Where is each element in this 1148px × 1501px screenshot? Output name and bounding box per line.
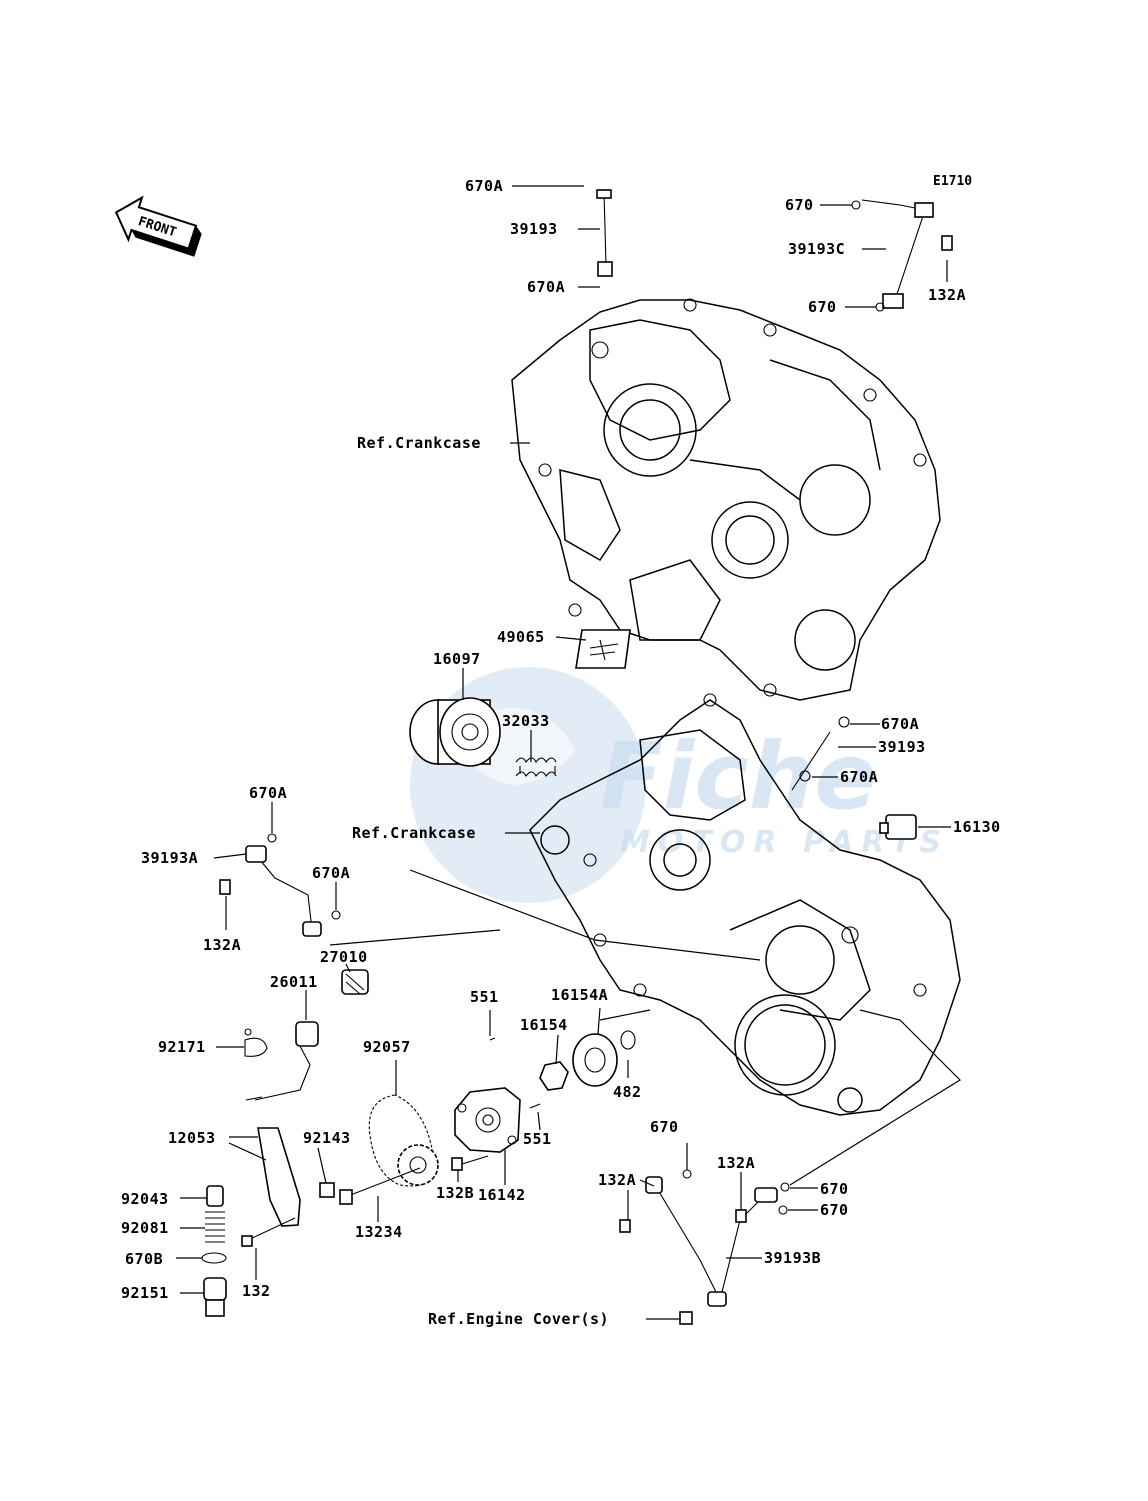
label-39193-top: 39193 xyxy=(510,220,558,238)
spring-32033 xyxy=(515,757,557,778)
label-92151: 92151 xyxy=(121,1284,169,1302)
oil-pipe-39193-top xyxy=(596,189,613,277)
label-670A-l2: 670A xyxy=(312,864,350,882)
label-ref-crankcase-upper: Ref.Crankcase xyxy=(357,434,481,452)
oil-screen-49065 xyxy=(575,629,631,669)
label-670A-top: 670A xyxy=(465,177,503,195)
label-ref-crankcase-lower: Ref.Crankcase xyxy=(352,824,476,842)
inner-rotor-16154 xyxy=(539,1061,569,1091)
label-49065: 49065 xyxy=(497,628,545,646)
label-ref-engine-cover: Ref.Engine Cover(s) xyxy=(428,1310,609,1328)
label-132A-l: 132A xyxy=(203,936,241,954)
sensor-27010 xyxy=(341,969,369,995)
label-670-b: 670 xyxy=(650,1118,679,1136)
collar-92143 xyxy=(319,1182,335,1198)
label-92171: 92171 xyxy=(158,1038,206,1056)
label-12053: 12053 xyxy=(168,1129,216,1147)
label-39193-r: 39193 xyxy=(878,738,926,756)
label-670B: 670B xyxy=(125,1250,163,1268)
oil-filter-16097 xyxy=(409,697,501,767)
label-670A-top2: 670A xyxy=(527,278,565,296)
oil-pressure-switch-16130 xyxy=(879,814,917,840)
upper-crankcase xyxy=(511,298,941,701)
bolt-132B xyxy=(451,1155,489,1171)
plug-92151 xyxy=(203,1277,227,1317)
label-670A-r1: 670A xyxy=(881,715,919,733)
label-32033: 32033 xyxy=(502,712,550,730)
label-132A-tr: 132A xyxy=(928,286,966,304)
label-670-tr2: 670 xyxy=(808,298,837,316)
label-13234: 13234 xyxy=(355,1223,403,1241)
label-92081: 92081 xyxy=(121,1219,169,1237)
label-16097: 16097 xyxy=(433,650,481,668)
oil-pipe-39193A xyxy=(219,833,341,937)
label-670-b2: 670 xyxy=(820,1180,849,1198)
label-132B: 132B xyxy=(436,1184,474,1202)
label-92057: 92057 xyxy=(363,1038,411,1056)
guide-12053 xyxy=(257,1127,301,1227)
chain-92057 xyxy=(368,1094,436,1187)
oil-pump-body-16142 xyxy=(454,1087,521,1153)
label-39193A: 39193A xyxy=(141,849,198,867)
label-92143: 92143 xyxy=(303,1129,351,1147)
label-16142: 16142 xyxy=(478,1186,526,1204)
pin-92043 xyxy=(206,1185,224,1207)
sprocket xyxy=(397,1144,439,1186)
dowel-551-b xyxy=(529,1103,541,1109)
label-132: 132 xyxy=(242,1282,271,1300)
oring-670B xyxy=(201,1252,227,1264)
label-551-a: 551 xyxy=(470,988,499,1006)
label-132A-b1: 132A xyxy=(598,1171,636,1189)
label-16130: 16130 xyxy=(953,818,1001,836)
label-670A-r2: 670A xyxy=(840,768,878,786)
clamp-92171 xyxy=(244,1028,268,1057)
label-16154: 16154 xyxy=(520,1016,568,1034)
diagram-code: E1710 xyxy=(933,174,972,189)
callout-labels: 670A 39193 670A 670 39193C 132A 670 Ref.… xyxy=(121,177,1001,1328)
label-16154A: 16154A xyxy=(551,986,608,1004)
outer-rotor-16154A xyxy=(572,1033,618,1087)
label-482: 482 xyxy=(613,1083,642,1101)
label-39193C: 39193C xyxy=(788,240,845,258)
oil-pipe-39193B xyxy=(619,1169,790,1325)
leader-lines xyxy=(176,185,951,1320)
spring-92081 xyxy=(205,1211,225,1243)
dowel-551-a xyxy=(489,1037,496,1041)
front-arrow-icon: FRONT xyxy=(114,195,202,257)
label-670-b3: 670 xyxy=(820,1201,849,1219)
bolt-132 xyxy=(241,1217,296,1247)
label-27010: 27010 xyxy=(320,948,368,966)
lower-crankcase xyxy=(329,693,961,1186)
label-670-tr1: 670 xyxy=(785,196,814,214)
ring-482 xyxy=(620,1030,636,1050)
label-39193B: 39193B xyxy=(764,1249,821,1267)
label-551-b: 551 xyxy=(523,1130,552,1148)
shaft-13234 xyxy=(339,1167,421,1205)
label-26011: 26011 xyxy=(270,973,318,991)
label-92043: 92043 xyxy=(121,1190,169,1208)
label-132A-b2: 132A xyxy=(717,1154,755,1172)
label-670A-l1: 670A xyxy=(249,784,287,802)
harness-26011 xyxy=(245,1021,319,1101)
bolt-39193-right xyxy=(791,716,850,791)
